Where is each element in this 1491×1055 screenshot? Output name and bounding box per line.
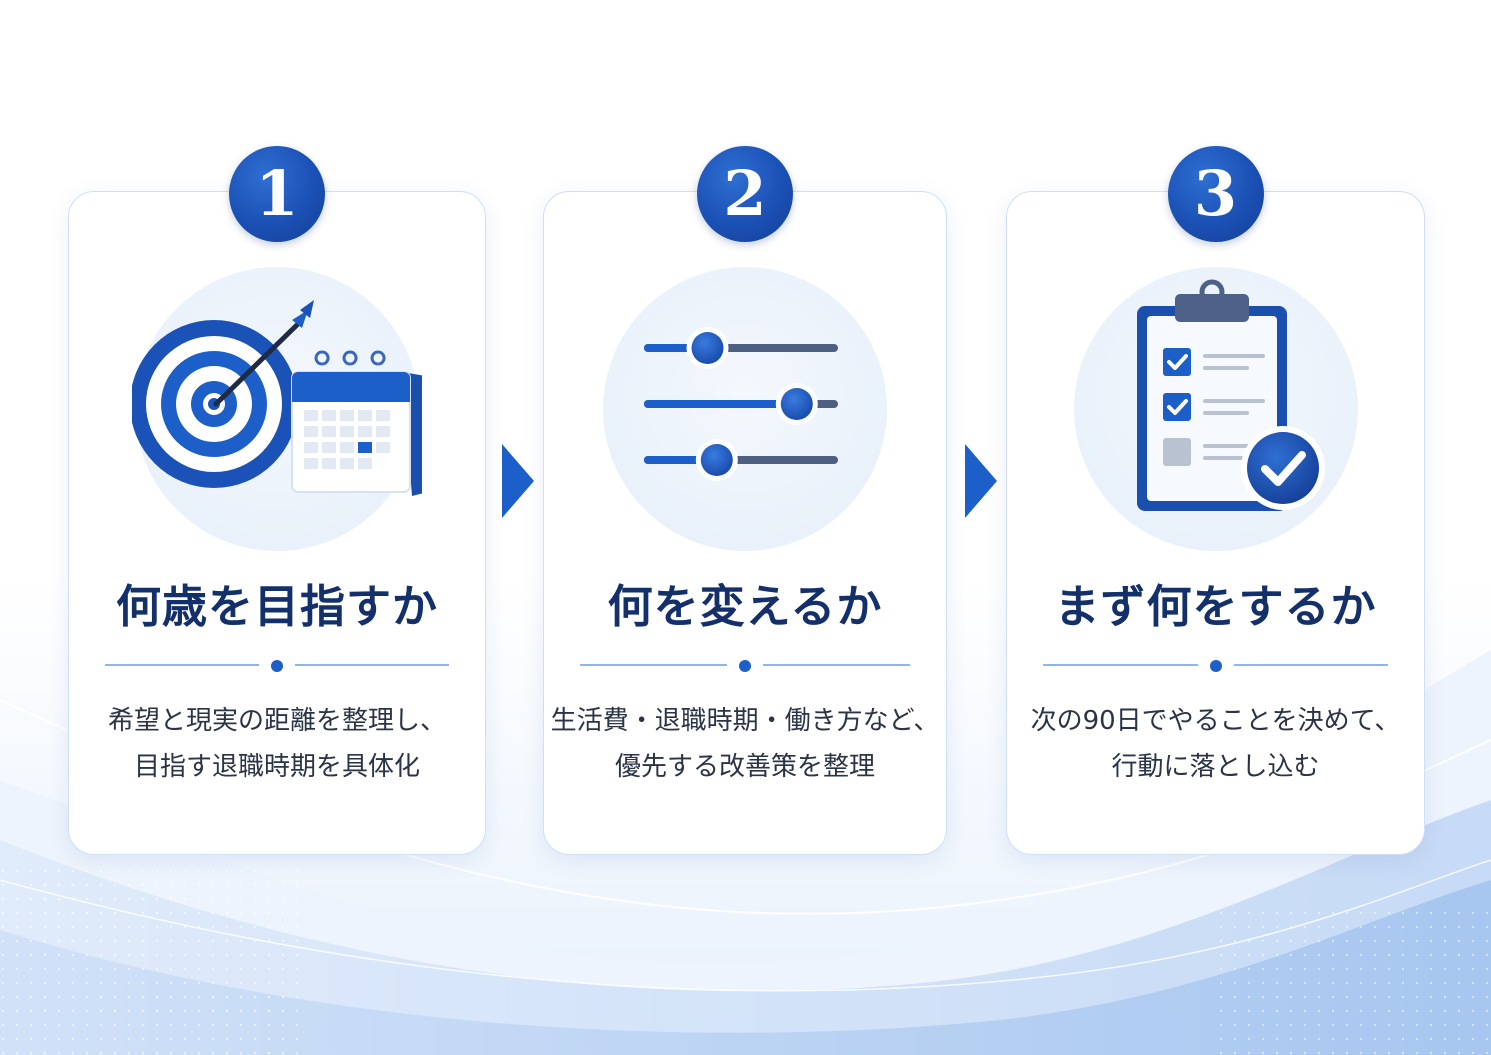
checklist-item bbox=[1162, 348, 1265, 376]
step-card-2: 2 何を変えるか 生活費・退職時期・働き方など、 優先する改善策を整理 bbox=[543, 146, 947, 855]
step-card-3: 3 まず bbox=[1006, 146, 1425, 855]
step-description-line: 希望と現実の距離を整理し、 bbox=[107, 706, 446, 736]
step-description: 生活費・退職時期・働き方など、 優先する改善策を整理 bbox=[544, 698, 946, 790]
checkbox-checked-icon bbox=[1162, 393, 1191, 421]
step-card-1: 1 bbox=[68, 146, 486, 855]
checklist-item bbox=[1162, 393, 1265, 421]
arrow-right-icon bbox=[965, 444, 997, 518]
step-title: 何歳を目指すか bbox=[115, 580, 438, 633]
slider-control bbox=[644, 327, 838, 369]
divider bbox=[580, 660, 910, 672]
step-number-badge: 2 bbox=[697, 146, 793, 242]
step-title: 何を変えるか bbox=[607, 580, 883, 633]
divider bbox=[105, 660, 449, 672]
step-description-line: 生活費・退職時期・働き方など、 bbox=[550, 706, 940, 736]
divider bbox=[1043, 660, 1388, 672]
slider-control bbox=[644, 383, 838, 425]
slider-control bbox=[644, 439, 838, 481]
clipboard-checklist-icon bbox=[1071, 264, 1361, 554]
step-number-badge: 1 bbox=[229, 146, 325, 242]
sliders-icon bbox=[600, 264, 890, 554]
step-description-line: 次の90日でやることを決めて、 bbox=[1030, 706, 1401, 736]
slider-knob bbox=[691, 332, 724, 364]
slider-knob bbox=[780, 388, 813, 420]
step-number-badge: 3 bbox=[1167, 146, 1264, 242]
checkbox-checked-icon bbox=[1162, 348, 1191, 376]
step-description: 次の90日でやることを決めて、 行動に落とし込む bbox=[1007, 698, 1424, 790]
slider-knob bbox=[700, 444, 733, 476]
target-calendar-icon bbox=[132, 264, 422, 554]
step-description-line: 優先する改善策を整理 bbox=[614, 752, 875, 782]
arrow-right-icon bbox=[502, 444, 534, 518]
step-title: まず何をするか bbox=[1054, 580, 1377, 633]
checkbox-empty-icon bbox=[1162, 438, 1191, 466]
step-description-line: 目指す退職時期を具体化 bbox=[133, 752, 420, 782]
step-description: 希望と現実の距離を整理し、 目指す退職時期を具体化 bbox=[69, 698, 485, 790]
step-description-line: 行動に落とし込む bbox=[1111, 752, 1320, 782]
